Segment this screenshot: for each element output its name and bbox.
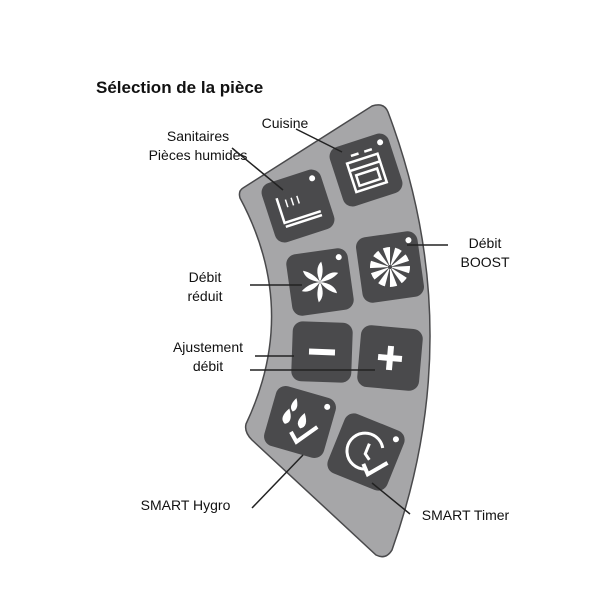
- label-sanitaires: Sanitaires Pièces humides: [128, 127, 268, 165]
- label-reduit-line1: Débit: [188, 269, 222, 285]
- plus-icon: [377, 345, 403, 371]
- label-ajustement-line1: Ajustement: [172, 339, 244, 355]
- label-sanitaires-line1: Sanitaires: [166, 128, 230, 144]
- fan-boost-icon: [369, 245, 411, 289]
- label-sanitaires-line2: Pièces humides: [148, 147, 248, 163]
- humidity-check-icon: [282, 398, 319, 445]
- hood-icon: [275, 195, 323, 228]
- smart-timer-button[interactable]: [324, 410, 407, 493]
- label-boost-line1: Débit: [468, 235, 502, 251]
- cuisine-button[interactable]: [327, 131, 405, 209]
- debit-reduit-button[interactable]: [285, 247, 355, 317]
- fan-slow-icon: [301, 261, 339, 303]
- page-title: Sélection de la pièce: [96, 78, 264, 97]
- leader-lines: [231, 128, 448, 515]
- label-cuisine: Cuisine: [261, 115, 309, 131]
- plus-button[interactable]: [356, 324, 423, 391]
- label-smart-timer: SMART Timer: [421, 507, 510, 523]
- label-debit-boost: Débit BOOST: [450, 234, 520, 272]
- label-smart-hygro: SMART Hygro: [140, 497, 231, 513]
- label-ajustement-line2: débit: [192, 358, 224, 374]
- stove-icon: [345, 147, 389, 194]
- label-debit-reduit: Débit réduit: [175, 268, 235, 306]
- label-ajustement: Ajustement débit: [158, 338, 258, 376]
- minus-icon: [308, 348, 336, 356]
- minus-button[interactable]: [291, 321, 353, 383]
- timer-check-icon: [345, 431, 389, 478]
- label-reduit-line2: réduit: [187, 288, 223, 304]
- label-boost-line2: BOOST: [460, 254, 510, 270]
- debit-boost-button[interactable]: [355, 230, 426, 304]
- smart-hygro-button[interactable]: [262, 384, 339, 461]
